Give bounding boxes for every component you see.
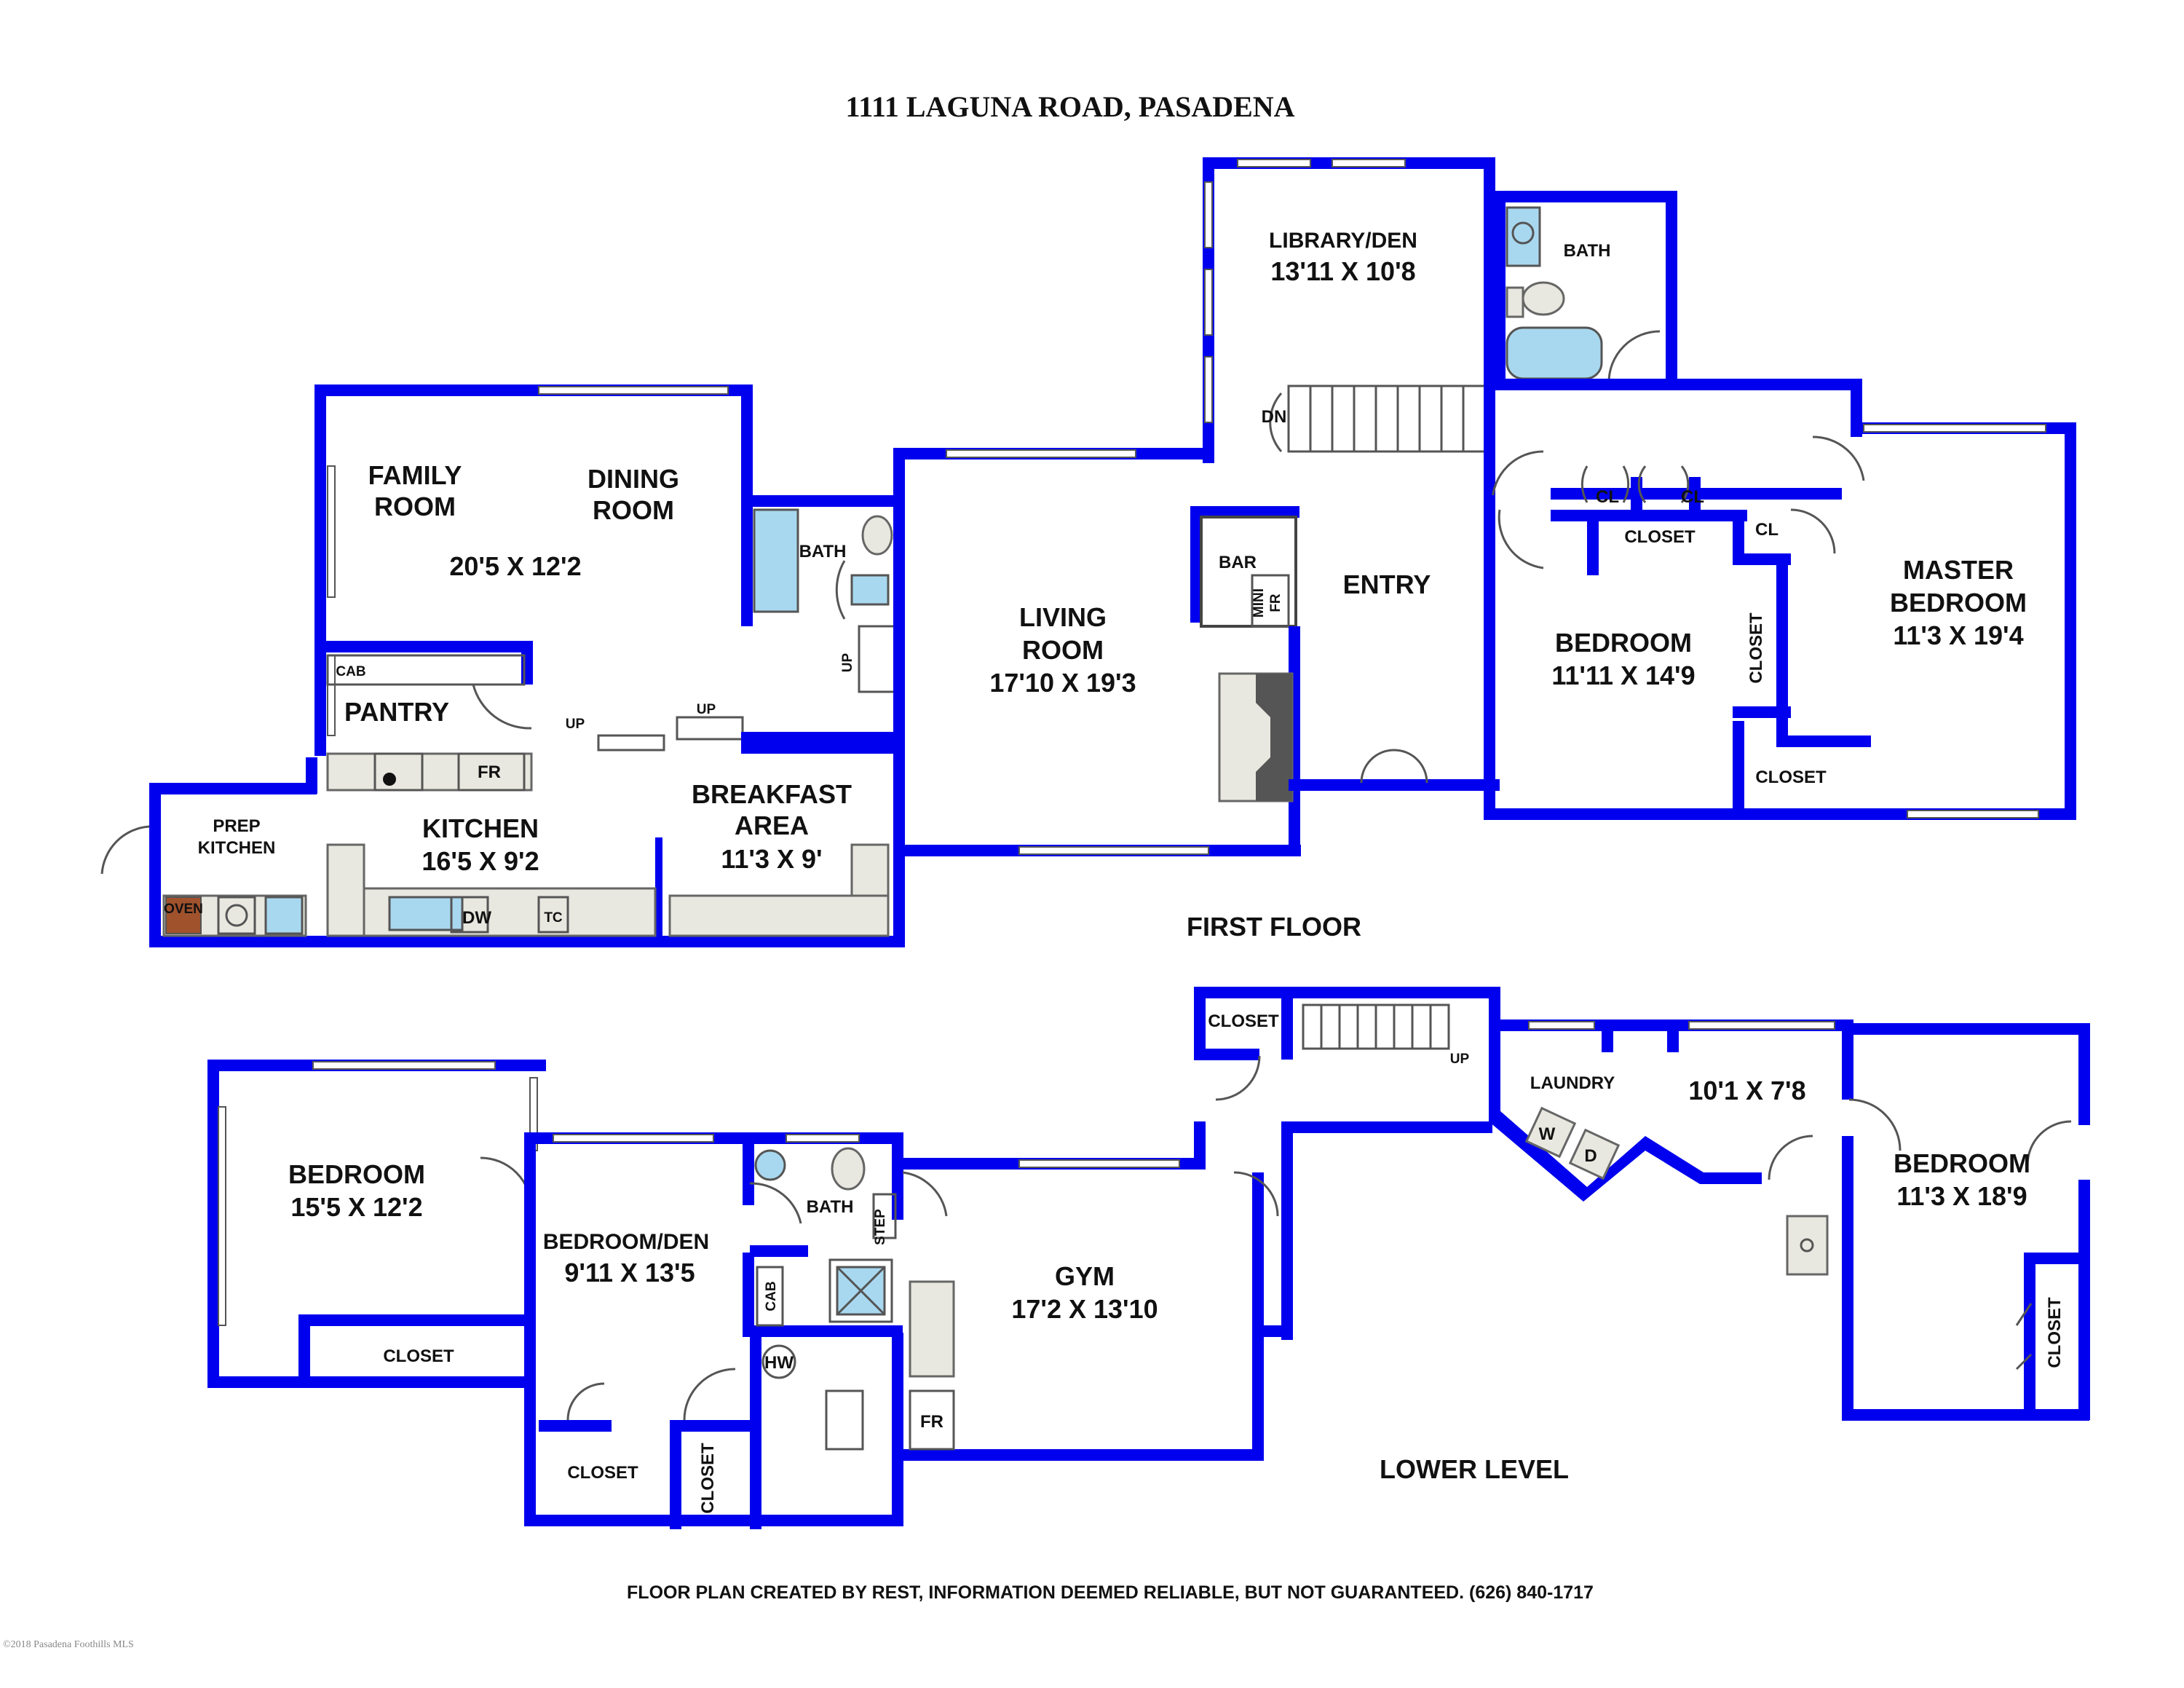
fridge-lower-label: FR (920, 1412, 943, 1432)
plan-title: 1111 LAGUNA ROAD, PASADENA (845, 90, 1294, 123)
master-bedroom: MASTER BEDROOM 11'3 X 19'4 (1776, 422, 2076, 820)
bedroom-lower-b-dimensions: 11'3 X 18'9 (1896, 1181, 2027, 1211)
prep-kitchen-label-1: PREP (213, 816, 260, 836)
closet-cl-2: CL (1681, 487, 1704, 507)
closet-lower-b: CLOSET (567, 1463, 638, 1483)
pantry-label: PANTRY (344, 697, 449, 727)
family-room-label-2: ROOM (374, 492, 456, 521)
kitchen-area: FR DW TC OVEN KITCHEN 16'5 X 9'2 BREAKFA… (100, 451, 905, 947)
bedroom-first-dimensions: 11'11 X 14'9 (1551, 660, 1695, 690)
lower-level: CLOSET BEDROOM 15'5 X 12'2 BATH ST (207, 987, 2090, 1529)
washer-label: W (1539, 1124, 1556, 1144)
closet-lower-a: CLOSET (383, 1346, 454, 1366)
bedroom-den-lower-dimensions: 9'11 X 13'5 (564, 1258, 695, 1287)
bedroom-den-lower: BATH STEP CAB HW CLOSET CLOSET BEDROOM/D… (524, 1132, 903, 1529)
closet-label-2: CLOSET (1746, 612, 1766, 684)
family-room-label-1: FAMILY (368, 460, 462, 490)
family-dining-dimensions: 20'5 X 12'2 (449, 551, 581, 581)
bedroom-lower-a: CLOSET BEDROOM 15'5 X 12'2 (207, 1060, 546, 1388)
closet-label-3: CLOSET (1755, 768, 1827, 787)
master-bedroom-label-2: BEDROOM (1890, 588, 2027, 618)
fridge-label: FR (478, 762, 501, 782)
breakfast-dimensions: 11'3 X 9' (721, 844, 822, 874)
prep-kitchen-label-2: KITCHEN (198, 838, 276, 858)
laundry-label: LAUNDRY (1530, 1073, 1615, 1093)
bedroom-lower-a-dimensions: 15'5 X 12'2 (290, 1192, 422, 1222)
bar-label: BAR (1219, 553, 1257, 572)
trash-compactor-label: TC (544, 910, 563, 926)
lower-level-label: LOWER LEVEL (1380, 1454, 1569, 1484)
library-den-label: LIBRARY/DEN (1269, 229, 1417, 253)
bath-upper: BATH (1494, 191, 1677, 387)
closet-cl-3: CL (1755, 520, 1779, 540)
laundry-room: W D LAUNDRY 10'1 X 7'8 (1489, 1019, 1902, 1202)
up-label-3: UP (840, 652, 855, 672)
stairs-up-lower: UP (1450, 1052, 1470, 1067)
mini-fridge-label-1: MINI (1251, 588, 1267, 618)
closet-label-1: CLOSET (1624, 527, 1696, 547)
bedroom-den-lower-label: BEDROOM/DEN (543, 1230, 709, 1254)
gym-label: GYM (1055, 1261, 1115, 1291)
dishwasher-label: DW (462, 908, 491, 928)
bedroom-lower-a-label: BEDROOM (288, 1159, 425, 1189)
master-bedroom-dimensions: 11'3 X 19'4 (1893, 620, 2023, 650)
up-label-1: UP (566, 717, 585, 732)
entry: ENTRY (1289, 379, 1544, 791)
breakfast-label-2: AREA (735, 811, 809, 840)
family-dining-room: FAMILY ROOM DINING ROOM 20'5 X 12'2 (314, 384, 753, 756)
bath-upper-label: BATH (1564, 241, 1611, 261)
step-label: STEP (873, 1209, 888, 1245)
dryer-label: D (1584, 1146, 1597, 1166)
gym-dimensions: 17'2 X 13'10 (1011, 1294, 1158, 1324)
first-floor-label: FIRST FLOOR (1187, 912, 1361, 942)
cab-label: CAB (336, 664, 365, 679)
closet-lower-d: CLOSET (1208, 1011, 1279, 1031)
closet-cl-1: CL (1596, 487, 1619, 507)
water-heater-label: HW (764, 1353, 794, 1373)
mini-fridge-label-2: FR (1268, 593, 1283, 612)
living-room-label-1: LIVING (1019, 602, 1107, 632)
dining-room-label-2: ROOM (593, 495, 674, 525)
up-label-2: UP (697, 702, 716, 717)
breakfast-label-1: BREAKFAST (692, 779, 852, 809)
footer-note: FLOOR PLAN CREATED BY REST, INFORMATION … (627, 1582, 1594, 1603)
bath-small: BATH (741, 495, 905, 626)
kitchen-dimensions: 16'5 X 9'2 (422, 846, 539, 876)
living-room-label-2: ROOM (1022, 635, 1104, 665)
stairs-down-label: DN (1262, 407, 1287, 427)
bath-small-label: BATH (799, 542, 847, 561)
living-room-dimensions: 17'10 X 19'3 (989, 668, 1136, 698)
pantry: CAB PANTRY UP UP UP (314, 625, 897, 752)
closet-lower-c: CLOSET (698, 1443, 718, 1514)
bedroom-lower-b-label: BEDROOM (1894, 1148, 2030, 1178)
copyright: ©2018 Pasadena Foothills MLS (3, 1639, 134, 1650)
library-den-room: LIBRARY/DEN 13'11 X 10'8 DN (1203, 157, 1495, 463)
cabinet-label: CAB (764, 1281, 779, 1311)
library-den-dimensions: 13'11 X 10'8 (1270, 256, 1415, 286)
entry-label: ENTRY (1343, 569, 1431, 599)
laundry-dimensions: 10'1 X 7'8 (1688, 1076, 1805, 1105)
lower-closet-stairs: CLOSET UP (1194, 987, 1500, 1101)
oven-label: OVEN (164, 902, 203, 917)
bath-lower-label: BATH (807, 1197, 854, 1217)
bedroom-first-label: BEDROOM (1555, 628, 1692, 658)
kitchen-label: KITCHEN (422, 813, 539, 843)
living-room: MINI FR BAR LIVING ROOM 17'10 X 19'3 (893, 437, 1301, 856)
bedroom-lower-b: CLOSET BEDROOM 11'3 X 18'9 (1786, 1023, 2090, 1421)
gym: FR GYM 17'2 X 13'10 (892, 1121, 1492, 1461)
master-bedroom-label-1: MASTER (1903, 555, 2014, 585)
closet-lower-e: CLOSET (2045, 1297, 2065, 1368)
first-floor: LIBRARY/DEN 13'11 X 10'8 DN BATH FAMILY (100, 157, 2076, 947)
dining-room-label-1: DINING (587, 464, 679, 494)
